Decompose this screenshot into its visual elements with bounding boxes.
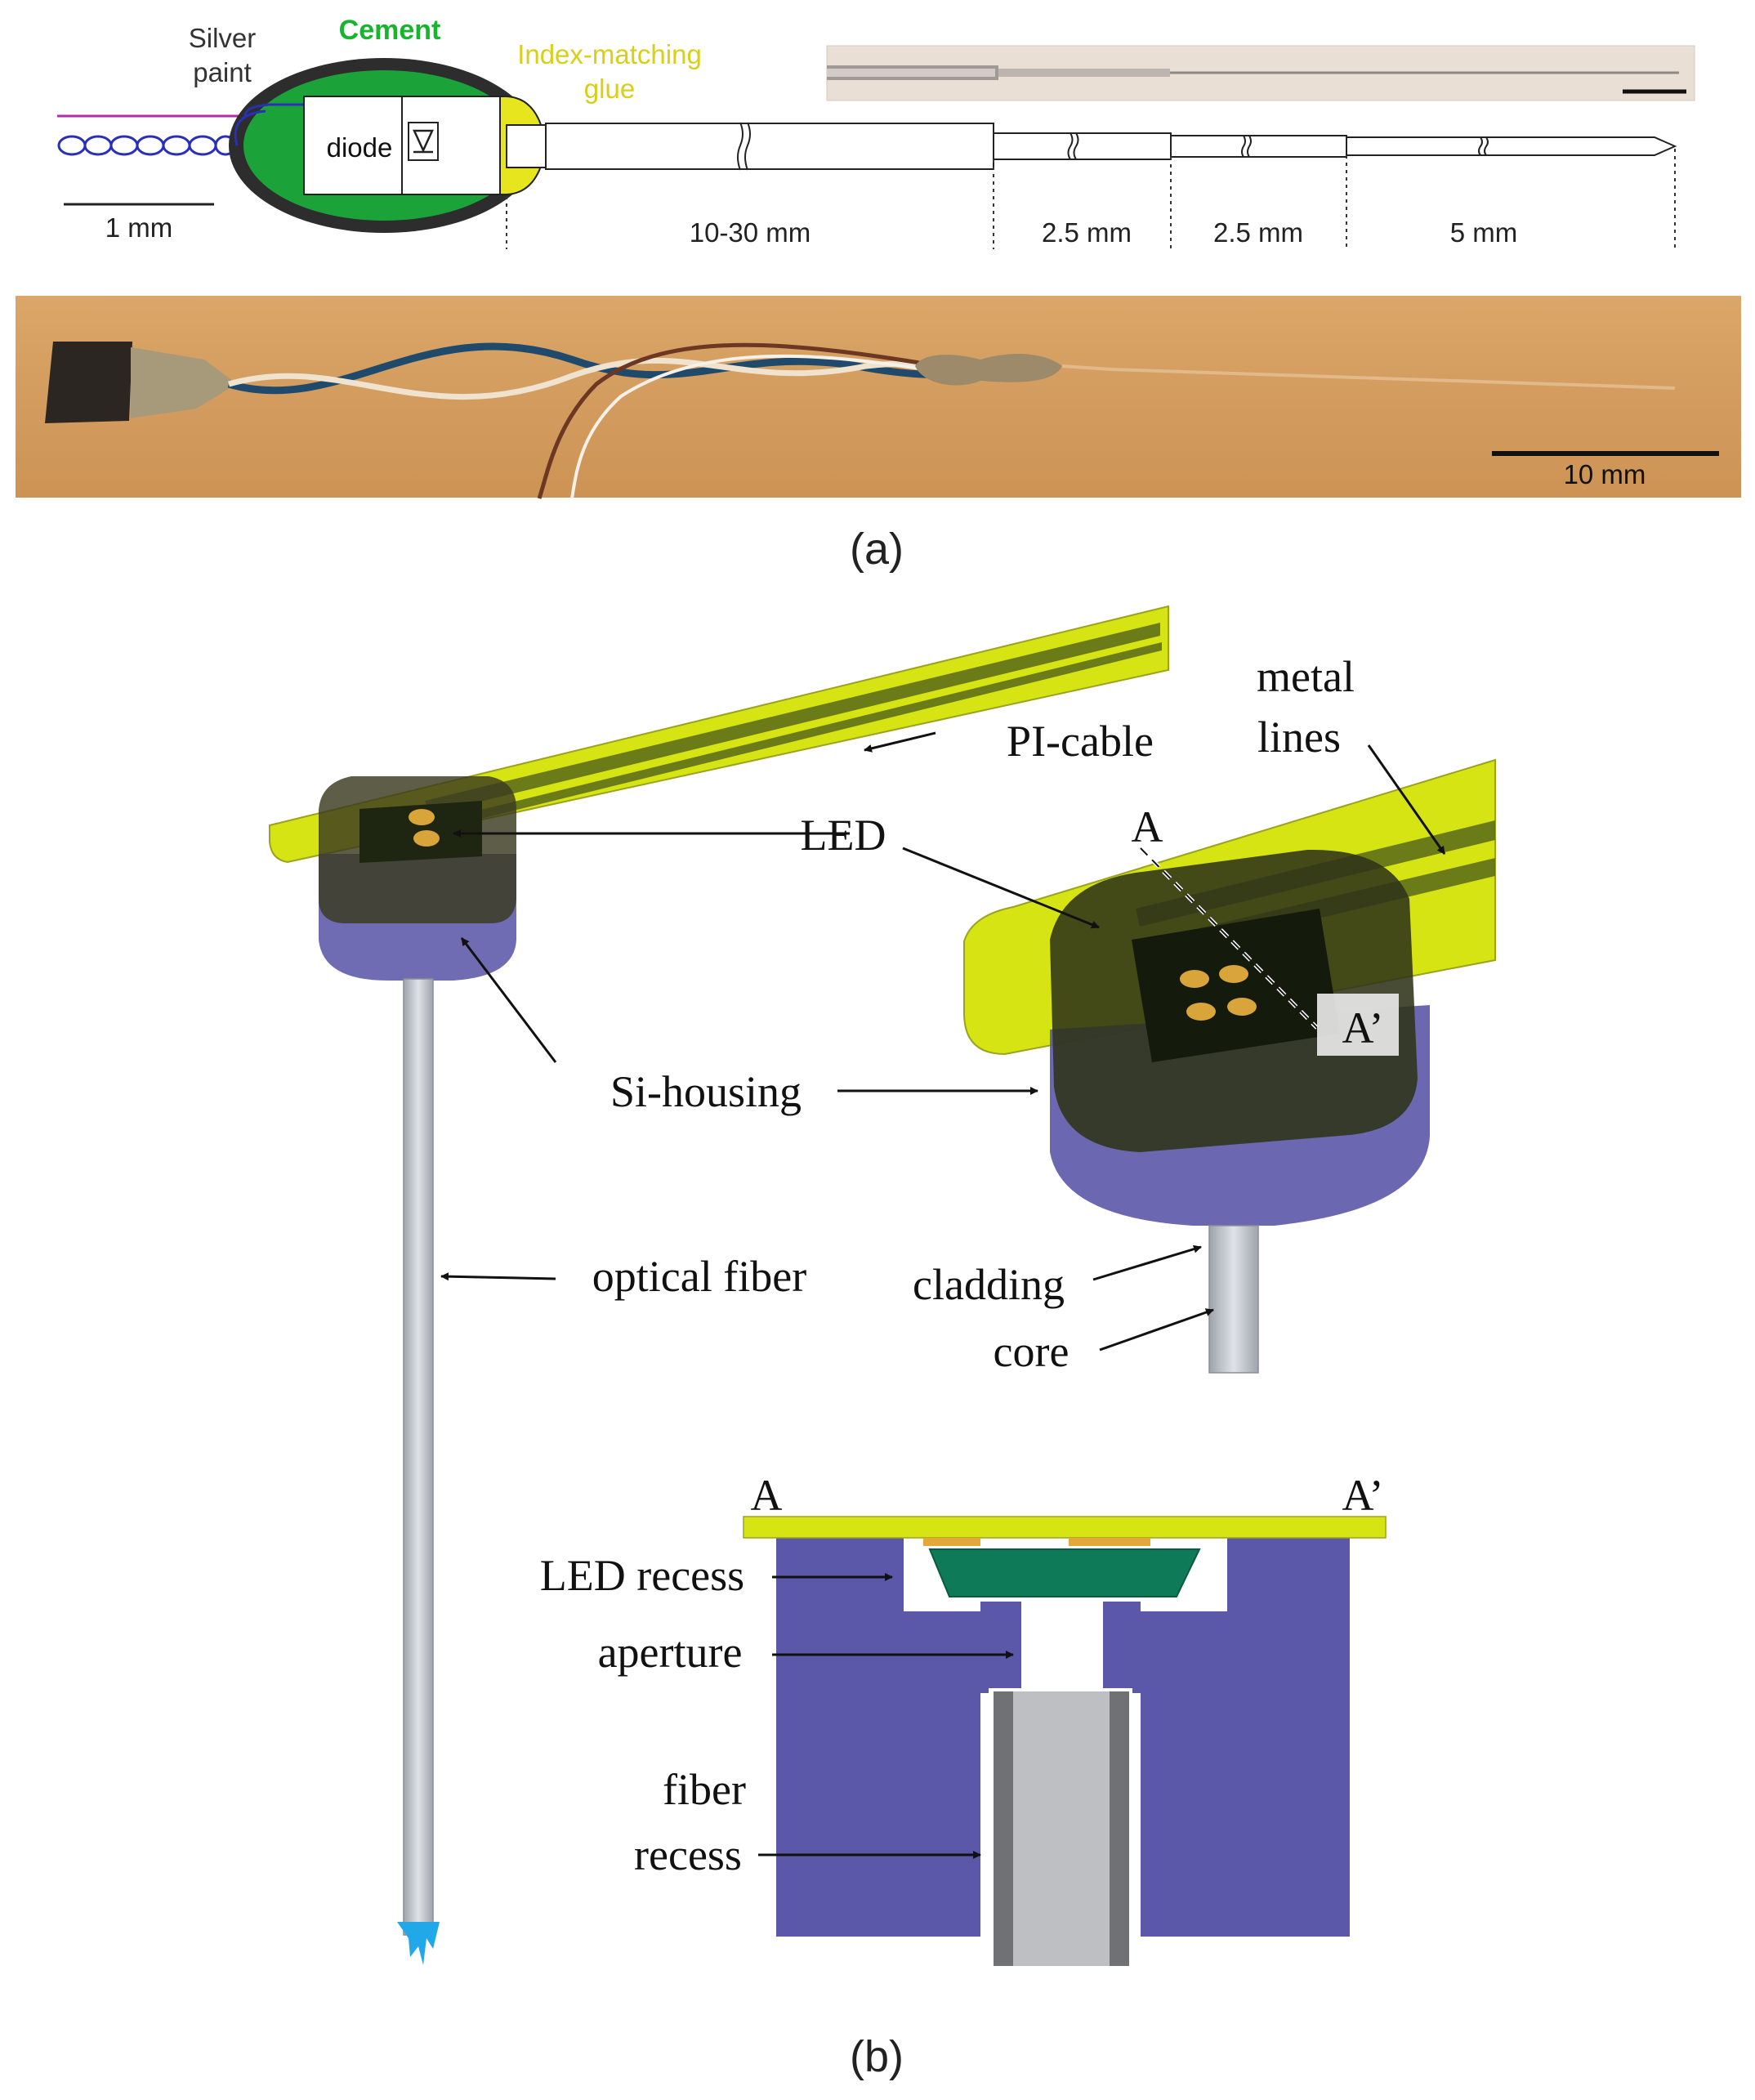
fiber-segment-1 [545, 123, 994, 170]
label-glue-line2: glue [584, 74, 635, 104]
label-led-recess: LED recess [540, 1551, 744, 1600]
label-diode: diode [327, 132, 393, 163]
diode-symbol-icon [408, 122, 439, 161]
label-led: LED [801, 811, 886, 860]
label-cement: Cement [339, 15, 441, 46]
twisted-wire-icon [57, 135, 237, 156]
label-metal-lines-1: metal [1257, 652, 1355, 701]
optical-fiber [403, 978, 434, 1936]
label-si-housing: Si-housing [610, 1067, 802, 1116]
label-fiber-recess-1: fiber [663, 1765, 746, 1814]
label-glue-line1: Index-matching [517, 39, 702, 69]
xs-pi-cable [743, 1516, 1387, 1539]
label-optical-fiber: optical fiber [592, 1252, 806, 1301]
left-probe-3d [269, 605, 1169, 1965]
callout-arrows [440, 731, 1446, 1859]
label-pi-cable: PI-cable [1007, 717, 1154, 766]
label-xs-a: A [751, 1471, 783, 1520]
label-fiber-recess-2: recess [634, 1830, 742, 1879]
light-output-icon [397, 1922, 440, 1965]
label-silver-paint-line1: Silver [189, 23, 257, 53]
fiber-segment-4 [1346, 136, 1677, 156]
caption-a: (a) [850, 525, 904, 574]
label-aperture: aperture [598, 1628, 743, 1677]
label-metal-lines-2: lines [1257, 713, 1341, 762]
section-label-box [1317, 994, 1399, 1056]
cross-section [743, 1516, 1387, 1966]
fiber-segment-2 [993, 132, 1172, 160]
xs-led-chip [928, 1548, 1201, 1597]
label-silver-paint-line2: paint [193, 57, 252, 87]
fiber-micrograph [826, 45, 1695, 101]
label-photo-scale: 10 mm [1564, 459, 1646, 489]
label-scale-1mm: 1 mm [105, 212, 173, 243]
caption-b: (b) [850, 2032, 904, 2081]
label-segment-2-5mm-b: 2.5 mm [1213, 217, 1303, 248]
fiber-segment-3 [1170, 135, 1347, 158]
label-section-a-prime: A’ [1342, 1003, 1384, 1052]
label-segment-5mm: 5 mm [1450, 217, 1518, 248]
xs-aperture [1021, 1602, 1103, 1691]
panel-b-labels: PI-cable metal lines LED A A’ Si-housing… [540, 652, 1384, 1879]
label-cladding: cladding [913, 1260, 1065, 1309]
label-segment-10-30mm: 10-30 mm [690, 217, 811, 248]
right-probe-3d [963, 758, 1496, 1374]
panel-a-schematic: Silver paint Cement Index-matching glue … [57, 15, 1677, 249]
label-segment-2-5mm-a: 2.5 mm [1042, 217, 1132, 248]
probe-photograph: 10 mm [16, 296, 1741, 499]
label-xs-a-prime: A’ [1342, 1471, 1384, 1520]
label-core: core [994, 1327, 1070, 1376]
label-section-a: A [1132, 802, 1163, 851]
